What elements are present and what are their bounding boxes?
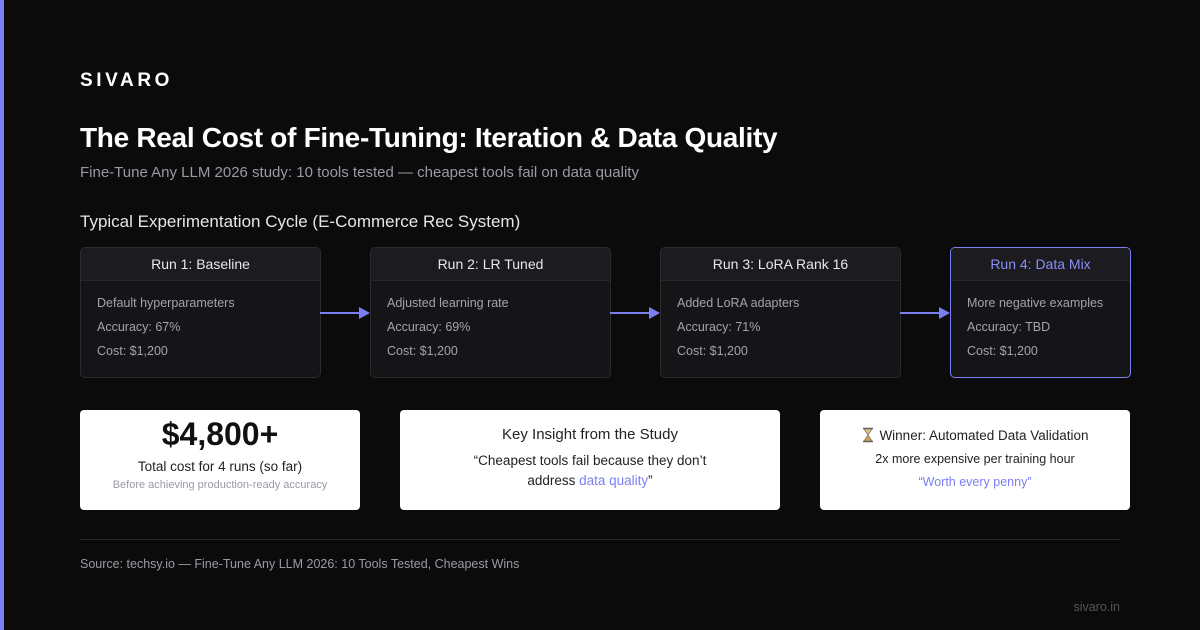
- left-accent-bar: [0, 0, 4, 630]
- total-cost-value: $4,800+: [161, 416, 279, 452]
- run-box-1: Run 1: Baseline Default hyperparameters …: [80, 247, 321, 378]
- key-insight-card: Key Insight from the Study “Cheapest too…: [400, 410, 780, 510]
- insight-quote-prefix: “Cheapest tools fail because they don’t …: [473, 453, 707, 488]
- flow-arrow-3: [900, 307, 950, 319]
- total-cost-note: Before achieving production-ready accura…: [112, 479, 328, 491]
- run-box-4: Run 4: Data Mix More negative examples A…: [950, 247, 1131, 378]
- winner-title: Winner: Automated Data Validation: [879, 427, 1089, 443]
- flow-arrow-2: [610, 307, 660, 319]
- insight-quote-highlight: data quality: [579, 473, 649, 488]
- footer-domain: sivaro.in: [1073, 600, 1120, 614]
- insight-quote-suffix: ”: [648, 473, 653, 488]
- run-title: Run 2: LR Tuned: [371, 248, 610, 281]
- run-cost: Cost: $1,200: [677, 344, 748, 358]
- run-change: Default hyperparameters: [97, 296, 235, 310]
- run-title: Run 1: Baseline: [81, 248, 320, 281]
- run-change: More negative examples: [967, 296, 1104, 310]
- winner-quote: “Worth every penny”: [918, 475, 1032, 489]
- page-subtitle: Fine-Tune Any LLM 2026 study: 10 tools t…: [80, 164, 639, 181]
- run-box-2: Run 2: LR Tuned Adjusted learning rate A…: [370, 247, 611, 378]
- run-title: Run 3: LoRA Rank 16: [661, 248, 900, 281]
- section-title: Typical Experimentation Cycle (E-Commerc…: [80, 212, 521, 231]
- run-cost: Cost: $1,200: [387, 344, 458, 358]
- run-cost: Cost: $1,200: [97, 344, 168, 358]
- run-cost: Cost: $1,200: [967, 344, 1038, 358]
- run-accuracy: Accuracy: TBD: [967, 320, 1051, 334]
- winner-detail: 2x more expensive per training hour: [875, 452, 1075, 466]
- run-change: Adjusted learning rate: [387, 296, 509, 310]
- footer-divider: [80, 539, 1120, 540]
- run-accuracy: Accuracy: 67%: [97, 320, 181, 334]
- run-title: Run 4: Data Mix: [951, 248, 1130, 281]
- total-cost-label: Total cost for 4 runs (so far): [137, 459, 303, 474]
- winner-title-row: Winner: Automated Data Validation: [820, 427, 1130, 443]
- source-citation: Source: techsy.io — Fine-Tune Any LLM 20…: [80, 557, 520, 571]
- total-cost-card: $4,800+ Total cost for 4 runs (so far) B…: [80, 410, 360, 510]
- hourglass-icon: [863, 427, 874, 443]
- insight-quote: “Cheapest tools fail because they don’t …: [460, 451, 720, 491]
- brand-logo: SIVARO: [80, 70, 174, 91]
- flow-arrow-1: [320, 307, 370, 319]
- insight-title: Key Insight from the Study: [502, 426, 678, 443]
- run-box-3: Run 3: LoRA Rank 16 Added LoRA adapters …: [660, 247, 901, 378]
- run-change: Added LoRA adapters: [677, 296, 800, 310]
- winner-card: Winner: Automated Data Validation 2x mor…: [820, 410, 1130, 510]
- run-accuracy: Accuracy: 69%: [387, 320, 471, 334]
- run-accuracy: Accuracy: 71%: [677, 320, 761, 334]
- page-title: The Real Cost of Fine-Tuning: Iteration …: [80, 122, 778, 153]
